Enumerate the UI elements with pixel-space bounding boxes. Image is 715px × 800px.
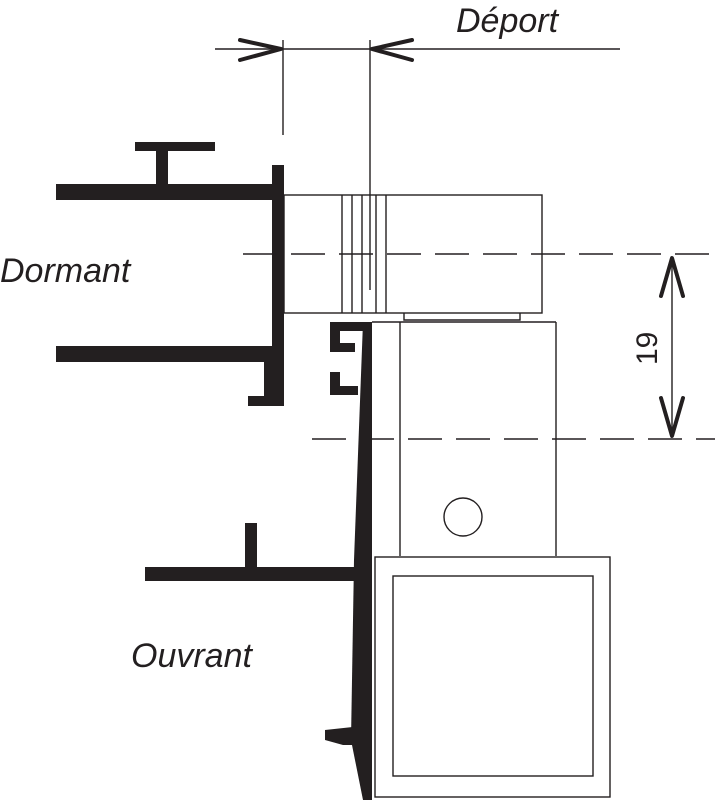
deport-arrow-left [238,38,283,62]
ouvrant-profile [145,322,372,800]
ouvrant-web [245,523,257,573]
dormant-vertical-wall [272,165,284,405]
hinge-pin-spacer [403,313,521,321]
hinge-upper-body [283,194,543,321]
ouvrant-upper-clip [330,322,372,352]
dormant-top-web [156,142,168,188]
offset-arrow-bottom [659,396,685,438]
offset-arrow-top [659,256,685,298]
ouvrant-tapered-wall [351,322,372,800]
dormant-profile [56,142,284,406]
dormant-top-flange [135,142,215,151]
offset-dimension-value: 19 [631,332,664,365]
deport-arrow-right [370,38,414,62]
dormant-top-arm [56,184,278,200]
deport-dimension [215,38,620,290]
deport-label: Déport [456,2,560,40]
ouvrant-lower-clip [330,372,358,395]
dormant-label: Dormant [0,252,132,290]
ouvrant-arm [145,567,360,581]
sash-box-outer [374,556,611,798]
ouvrant-label: Ouvrant [131,637,253,675]
sash-glazing-box [374,556,611,798]
hinge-screw-hole [443,497,483,537]
dormant-bottom-return [264,346,276,402]
dormant-bottom-foot [248,396,284,406]
offset-dimension [659,256,685,438]
ouvrant-bottom-hook [325,726,362,745]
dormant-bottom-arm [56,346,278,362]
sash-box-inner [392,575,594,777]
